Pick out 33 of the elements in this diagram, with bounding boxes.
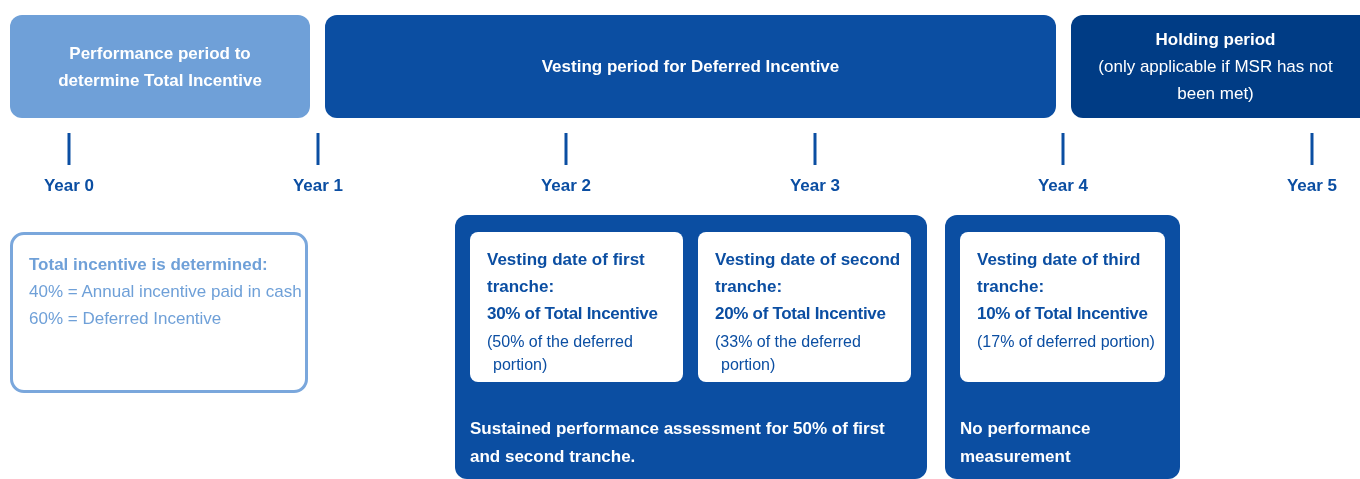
tranche-card	[698, 232, 911, 382]
period-note: (only applicable if MSR has not been met)	[1097, 56, 1334, 105]
tranche-card	[960, 232, 1165, 382]
card-heading: Total incentive is determined:	[29, 254, 269, 276]
period-title: Vesting period for Deferred Incentive	[540, 56, 841, 78]
tranche-share: 30% of Total Incentive	[487, 303, 659, 325]
tranche-heading: Vesting date of second tranche:	[715, 249, 902, 298]
year-label: Year 1	[292, 176, 344, 196]
year-label: Year 3	[789, 176, 841, 196]
tranche-heading: Vesting date of third tranche:	[977, 249, 1142, 298]
tranche-note: (17% of deferred portion)	[977, 332, 1156, 352]
period-banner	[1071, 15, 1360, 118]
tranche-share: 10% of Total Incentive	[977, 303, 1149, 325]
assessment-panel	[455, 215, 927, 479]
period-banner	[10, 15, 310, 118]
period-banner	[325, 15, 1056, 118]
panel-note: Sustained performance assessment for 50% of first and second tranche.	[470, 418, 886, 468]
tranche-card	[470, 232, 683, 382]
year-label: Year 4	[1037, 176, 1089, 196]
year-label: Year 2	[540, 176, 592, 196]
share-line: 40% = Annual incentive paid in cash	[29, 281, 303, 303]
period-title: Performance period to determine Total Incentive	[57, 42, 263, 92]
tranche-note: (33% of the deferred portion)	[715, 332, 862, 375]
year-label: Year 0	[43, 176, 95, 196]
tranche-heading: Vesting date of first tranche:	[487, 249, 646, 298]
year-label: Year 5	[1286, 176, 1338, 196]
share-line: 60% = Deferred Incentive	[29, 308, 223, 330]
tranche-share: 20% of Total Incentive	[715, 303, 887, 325]
panel-note: No performance measurement	[960, 418, 1092, 468]
info-card	[10, 232, 308, 393]
assessment-panel	[945, 215, 1180, 479]
period-title: Holding period	[1154, 29, 1277, 51]
tranche-note: (50% of the deferred portion)	[487, 332, 634, 375]
